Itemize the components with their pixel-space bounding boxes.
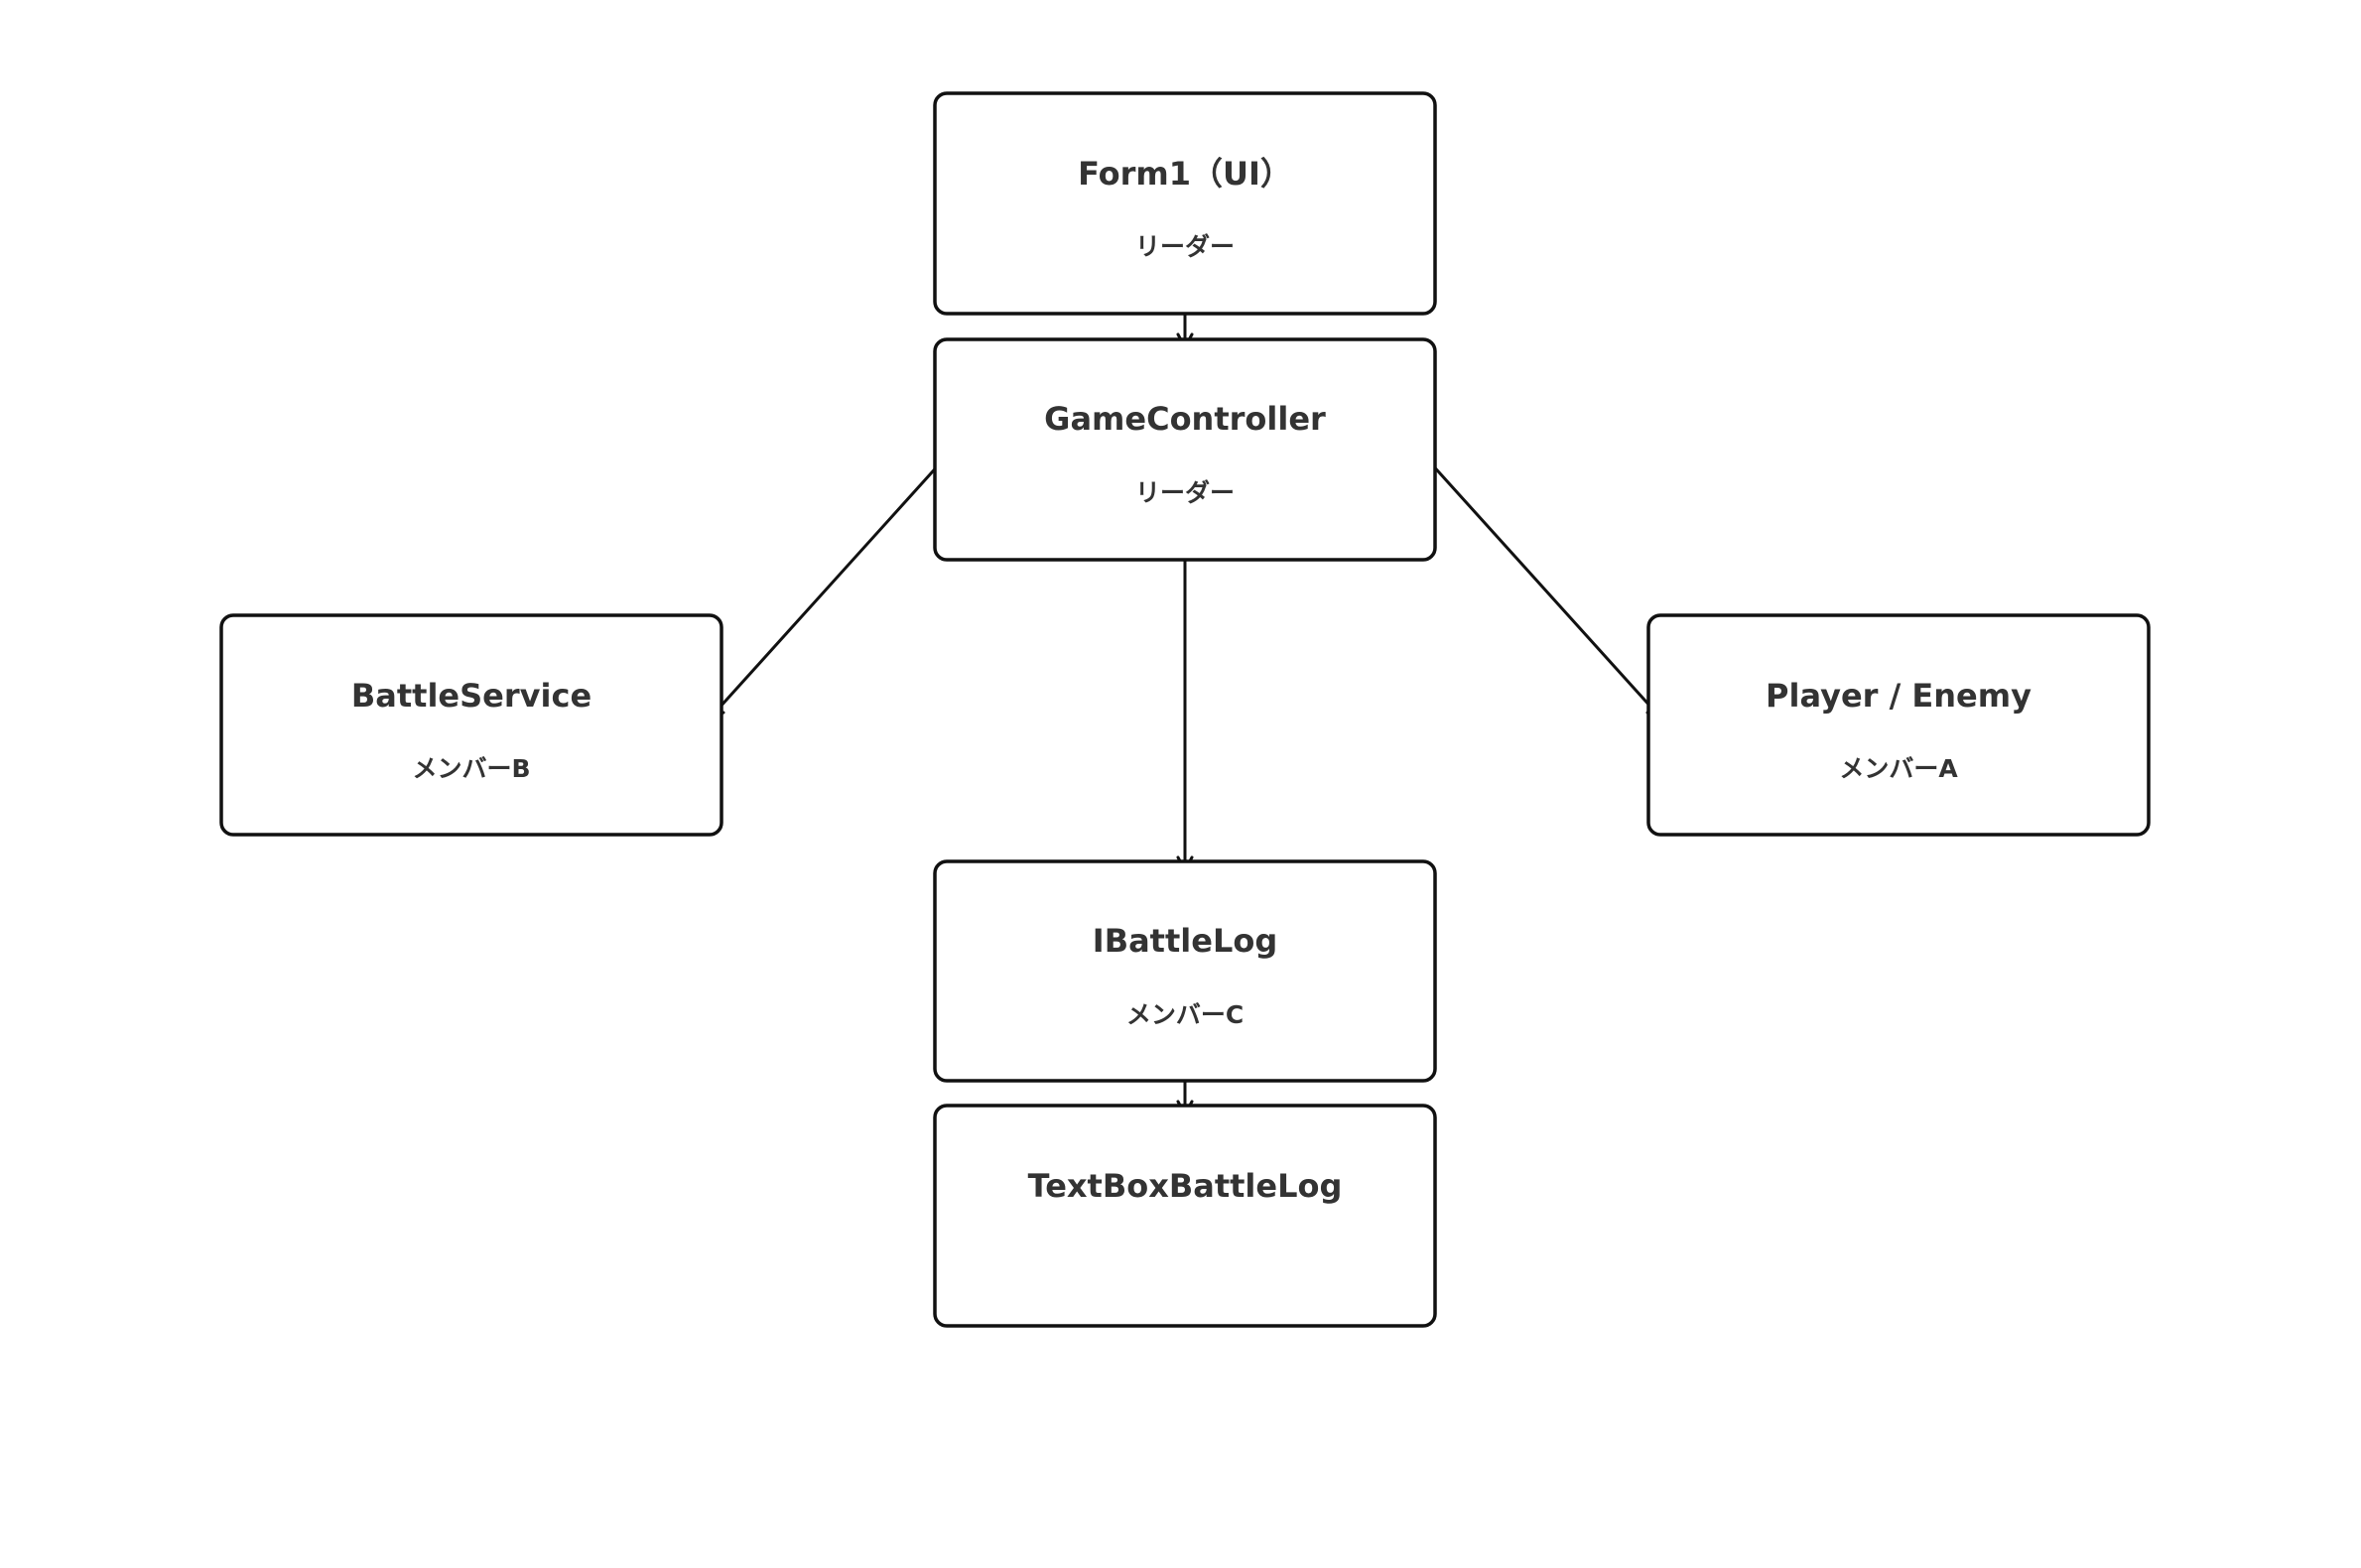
- node-battleservice-title: BattleService: [351, 677, 591, 715]
- edge-gamecontroller-to-battleservice: [708, 451, 952, 720]
- node-form1: Form1（UI） リーダー: [933, 91, 1437, 316]
- node-textboxbattlelog: TextBoxBattleLog: [933, 1104, 1437, 1328]
- edge-gamecontroller-to-ibattlelog: [1176, 546, 1194, 872]
- node-gamecontroller: GameController リーダー: [933, 337, 1437, 562]
- node-player-enemy-box: [1646, 613, 2151, 837]
- node-form1-box: [933, 91, 1437, 316]
- node-textboxbattlelog-box: [933, 1104, 1437, 1328]
- node-textboxbattlelog-title: TextBoxBattleLog: [1028, 1167, 1343, 1205]
- node-player-enemy-role: メンバーA: [1839, 754, 1958, 783]
- node-battleservice: BattleService メンバーB: [219, 613, 723, 837]
- node-ibattlelog-role: メンバーC: [1126, 1000, 1244, 1029]
- edge-gamecontroller-to-player-enemy: [1419, 451, 1663, 720]
- node-ibattlelog-title: IBattleLog: [1093, 922, 1277, 960]
- node-battleservice-role: メンバーB: [412, 754, 530, 783]
- node-player-enemy: Player / Enemy メンバーA: [1646, 613, 2151, 837]
- node-player-enemy-title: Player / Enemy: [1766, 677, 2032, 715]
- node-ibattlelog: IBattleLog メンバーC: [933, 859, 1437, 1083]
- node-battleservice-box: [219, 613, 723, 837]
- node-form1-role: リーダー: [1135, 232, 1235, 261]
- node-gamecontroller-title: GameController: [1044, 400, 1326, 438]
- node-form1-title: Form1（UI）: [1078, 155, 1292, 193]
- node-ibattlelog-box: [933, 859, 1437, 1083]
- node-gamecontroller-role: リーダー: [1135, 478, 1235, 507]
- node-gamecontroller-box: [933, 337, 1437, 562]
